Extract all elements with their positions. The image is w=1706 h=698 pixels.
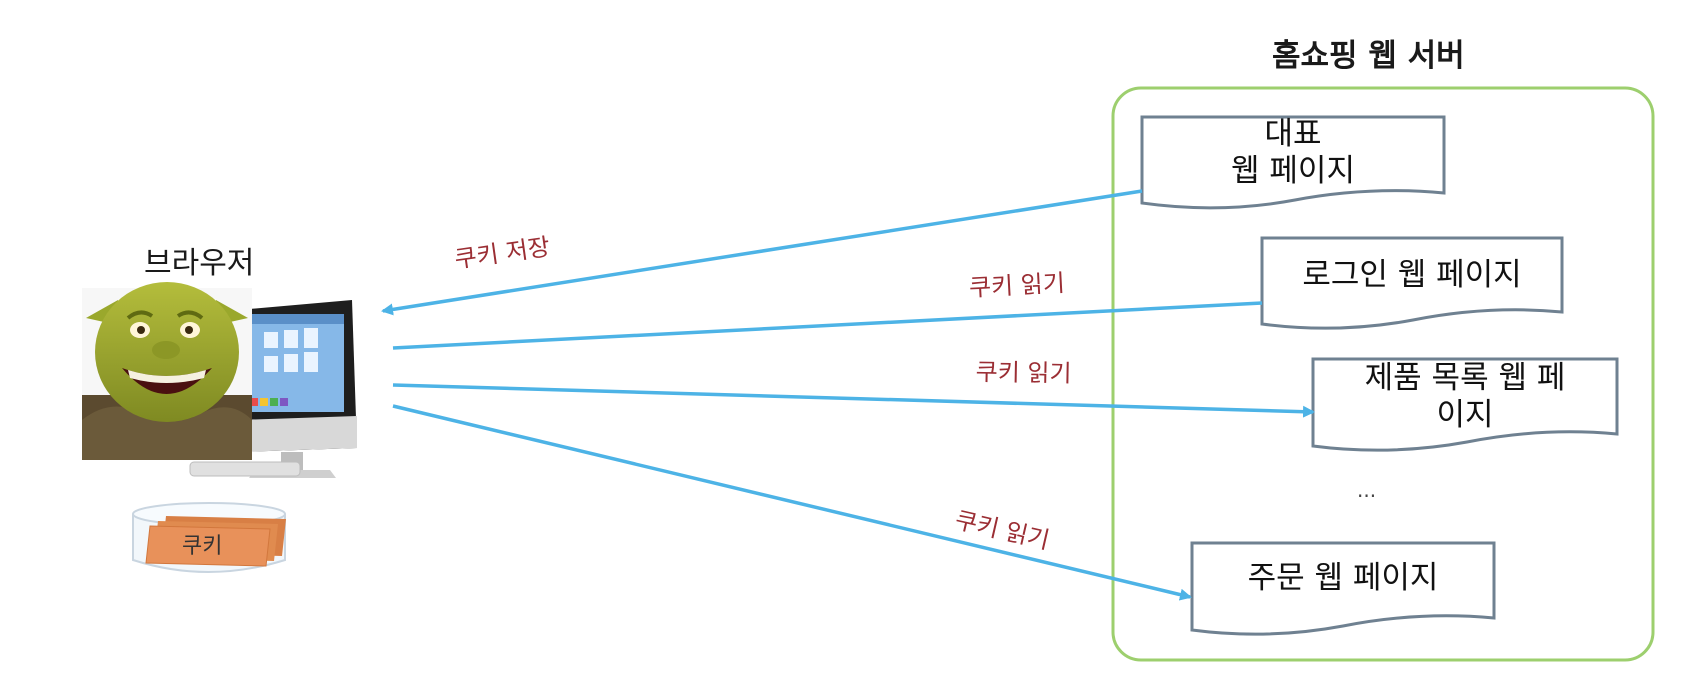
doc-product-page-label: 제품 목록 웹 페 이지: [1313, 360, 1617, 434]
arrow-read-products: [392, 383, 1315, 418]
doc-login-page-shape: [1260, 236, 1564, 330]
doc-product-page-line-1: 제품 목록 웹 페: [1364, 360, 1566, 396]
arrow-label-read-2: 쿠키 읽기: [975, 357, 1072, 388]
server-container: [1111, 86, 1655, 662]
arrow-label-read-1: 쿠키 읽기: [968, 268, 1066, 302]
doc-product-page-line-2: 이지: [1436, 397, 1494, 433]
arrow-store-cookie: [381, 189, 1143, 316]
doc-main-page-line-2: 웹 페이지: [1231, 153, 1355, 189]
more-pages-ellipsis: ...: [1357, 478, 1377, 502]
shrek-avatar: [82, 282, 252, 460]
cookie-jar-label: 쿠키: [182, 534, 223, 559]
doc-main-page-shape: [1140, 115, 1446, 210]
doc-main-page-line-1: 대표: [1264, 116, 1322, 152]
doc-login-page-label: 로그인 웹 페이지: [1302, 257, 1522, 293]
doc-order-page-shape: [1190, 541, 1496, 636]
arrow-read-login: [392, 301, 1263, 350]
doc-product-page-shape: [1311, 357, 1619, 452]
computer-monitor-icon: [189, 300, 357, 478]
arrow-read-order: [392, 404, 1192, 601]
browser-title: 브라우저: [144, 246, 255, 281]
doc-order-page-label: 주문 웹 페이지: [1247, 560, 1439, 596]
cookie-jar-icon: [132, 502, 286, 573]
doc-main-page-label: 대표 웹 페이지: [1142, 116, 1444, 190]
server-title: 홈쇼핑 웹 서버: [1272, 38, 1465, 74]
